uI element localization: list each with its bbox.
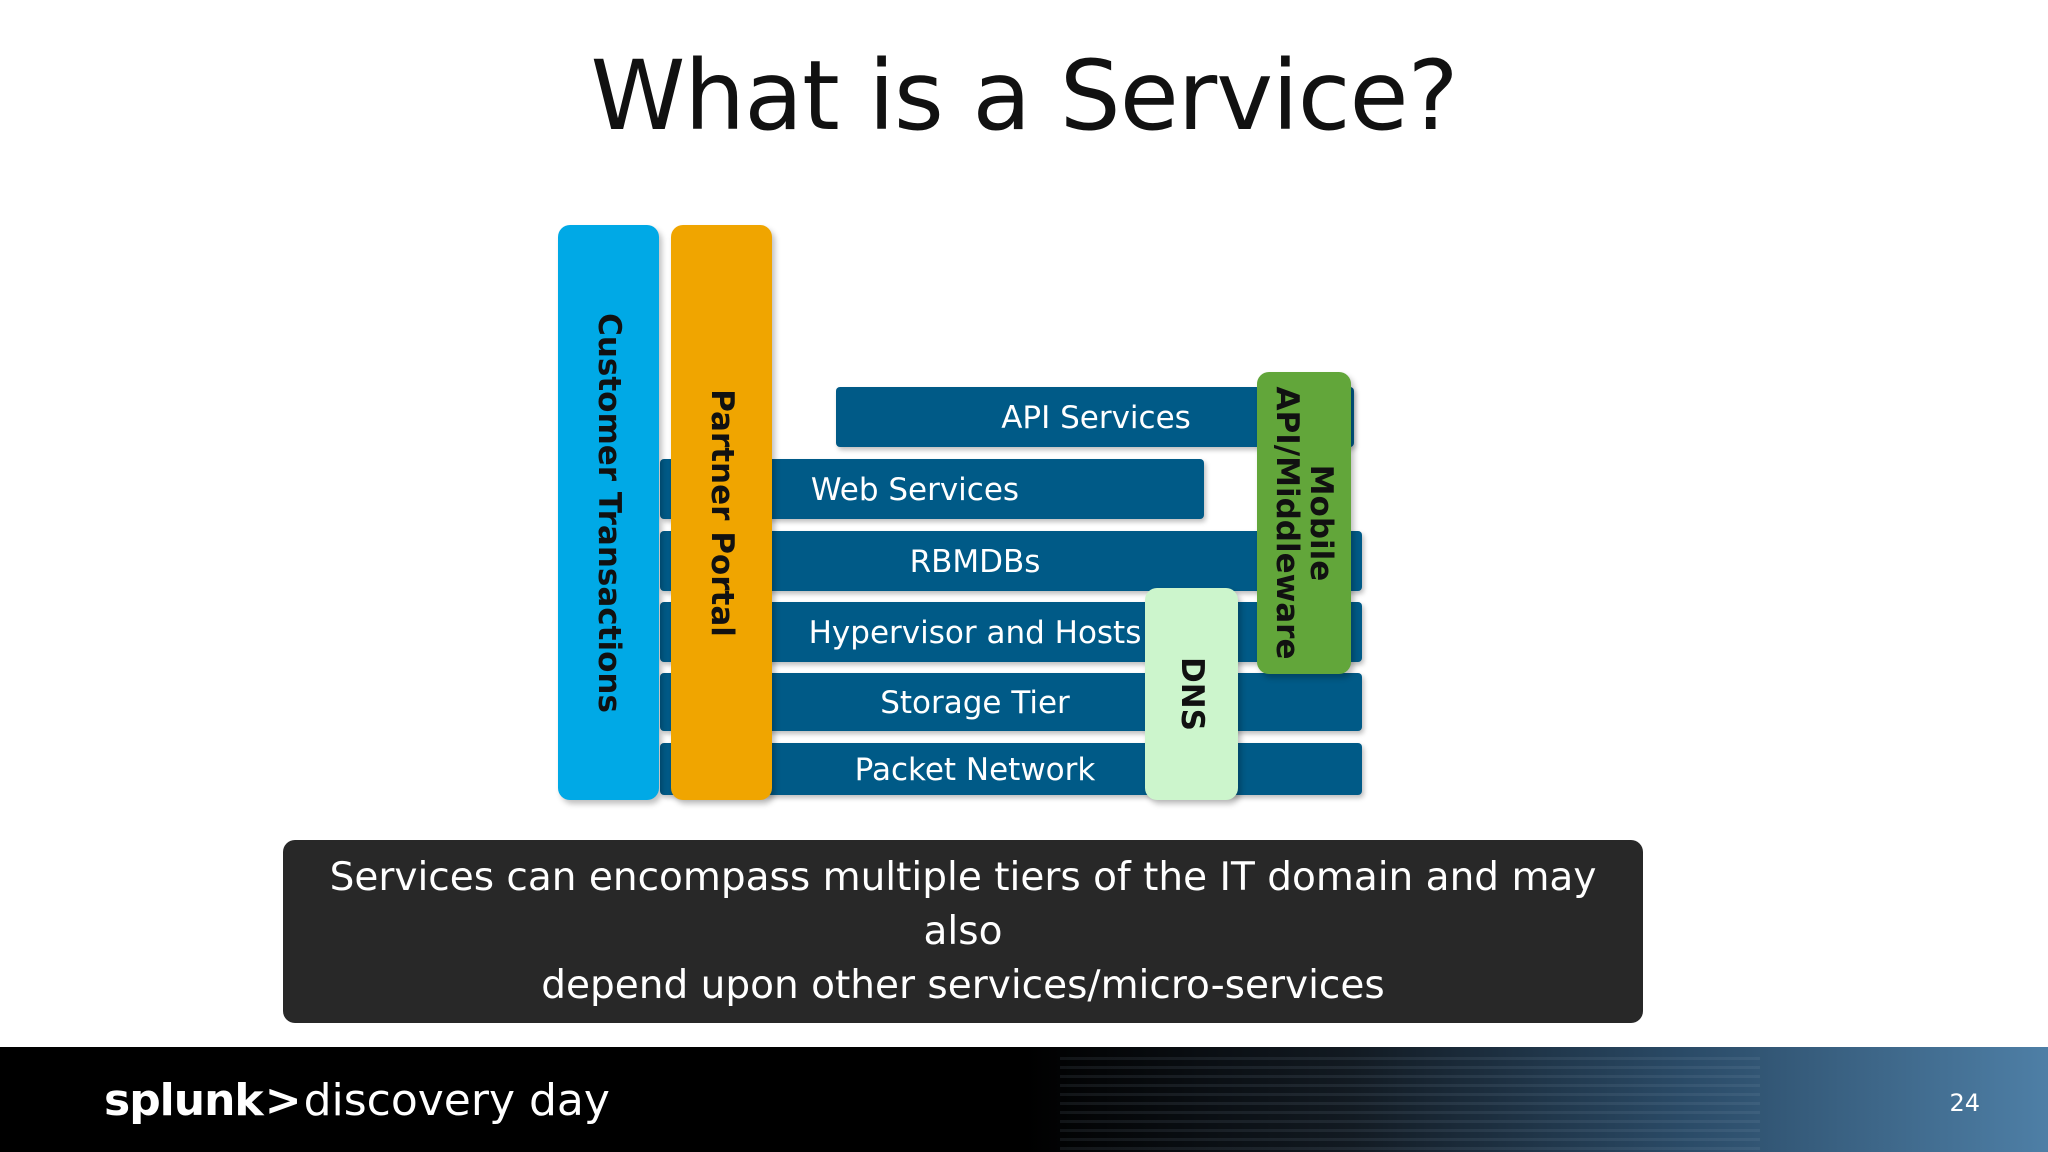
callout-box: Services can encompass multiple tiers of… [283,840,1643,1023]
tier-label: Storage Tier [880,685,1070,721]
tier-storage: Storage Tier [660,673,1362,731]
tier-hypervisor-hosts: Hypervisor and Hosts [660,602,1362,662]
footer-banner: splunk>discovery day 24 [0,1047,2048,1152]
tier-label: Hypervisor and Hosts [808,615,1142,651]
slide-title: What is a Service? [590,40,1458,152]
bar-mobile-api-middleware: Mobile API/Middleware [1257,372,1351,674]
footer-background-texture [1060,1055,1760,1150]
bar-label: Customer Transactions [590,312,627,713]
callout-line: Services can encompass multiple tiers of… [329,854,1597,954]
splunk-logo: splunk>discovery day [104,1075,610,1126]
bar-label-line: API/Middleware [1269,386,1305,660]
bar-dns: DNS [1145,588,1238,800]
tier-label: Packet Network [854,752,1096,788]
callout-line: depend upon other services/micro-service… [541,962,1385,1008]
logo-chevron: > [264,1075,302,1126]
tier-label: Web Services [810,472,1020,508]
bar-label-line: Mobile [1303,464,1339,582]
tier-label: RBMDBs [909,544,1041,580]
bar-label: Mobile API/Middleware [1269,386,1339,660]
tier-rbmdbs: RBMDBs [660,531,1362,591]
page-number: 24 [1949,1089,1980,1117]
logo-brand: splunk [104,1075,264,1126]
logo-product: discovery day [303,1075,610,1126]
tier-packet-network: Packet Network [660,743,1362,795]
tier-label: API Services [1001,400,1191,436]
bar-partner-portal: Partner Portal [671,225,772,800]
bar-label: Partner Portal [703,388,740,637]
bar-customer-transactions: Customer Transactions [558,225,659,800]
bar-label: DNS [1173,656,1210,732]
